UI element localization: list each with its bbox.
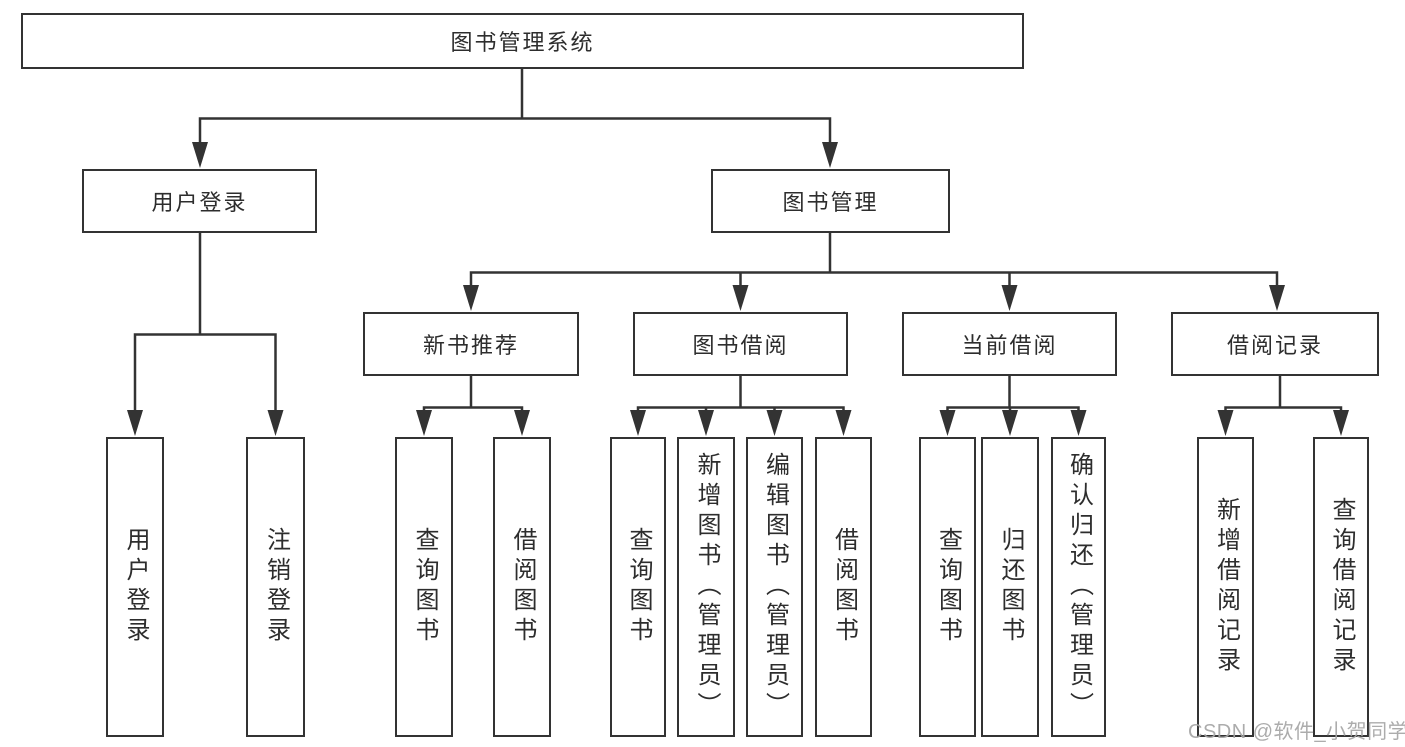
node-label: 查询图书 <box>934 527 962 647</box>
leaf-user-login: 用户登录 <box>106 437 164 737</box>
leaf-borrow-books: 借阅图书 <box>815 437 872 737</box>
node-book-management: 图书管理 <box>711 169 950 233</box>
leaf-edit-book-admin: 编辑图书（管理员） <box>746 437 803 737</box>
node-label: 图书管理系统 <box>450 30 595 55</box>
node-label: 编辑图书（管理员） <box>761 452 789 722</box>
node-label: 归还图书 <box>997 527 1024 647</box>
node-label: 图书借阅 <box>692 333 789 358</box>
node-current-borrowing: 当前借阅 <box>902 312 1117 376</box>
leaf-query-books-recommend: 查询图书 <box>395 437 453 737</box>
leaf-logout: 注销登录 <box>246 437 305 737</box>
node-label: 新增借阅记录 <box>1212 497 1240 677</box>
node-label: 确认归还（管理员） <box>1065 452 1093 722</box>
leaf-add-borrow-record: 新增借阅记录 <box>1197 437 1254 737</box>
leaf-query-borrow-record: 查询借阅记录 <box>1313 437 1369 737</box>
node-label: 图书管理 <box>782 190 879 215</box>
node-root-library-system: 图书管理系统 <box>21 13 1024 69</box>
node-label: 借阅图书 <box>830 527 858 647</box>
node-label: 新书推荐 <box>422 333 519 358</box>
csdn-watermark: CSDN @软件_小贺同学 <box>1188 721 1405 743</box>
node-new-book-recommend: 新书推荐 <box>363 312 579 376</box>
node-label: 用户登录 <box>122 527 149 647</box>
node-label: 注销登录 <box>262 527 290 647</box>
node-user-login: 用户登录 <box>82 169 317 233</box>
node-label: 查询图书 <box>411 527 438 647</box>
node-label: 查询借阅记录 <box>1328 497 1355 677</box>
node-borrowing-records: 借阅记录 <box>1171 312 1379 376</box>
leaf-query-books-borrow: 查询图书 <box>610 437 666 737</box>
node-label: 新增图书（管理员） <box>693 452 720 722</box>
node-book-borrowing: 图书借阅 <box>633 312 848 376</box>
node-label: 借阅记录 <box>1226 333 1323 358</box>
leaf-return-book: 归还图书 <box>981 437 1039 737</box>
leaf-borrow-books-recommend: 借阅图书 <box>493 437 551 737</box>
node-label: 查询图书 <box>625 527 652 647</box>
node-label: 当前借阅 <box>961 333 1058 358</box>
leaf-add-book-admin: 新增图书（管理员） <box>677 437 735 737</box>
node-label: 借阅图书 <box>509 527 536 647</box>
leaf-confirm-return-admin: 确认归还（管理员） <box>1051 437 1106 737</box>
leaf-query-books-current: 查询图书 <box>919 437 976 737</box>
node-label: 用户登录 <box>151 190 248 215</box>
